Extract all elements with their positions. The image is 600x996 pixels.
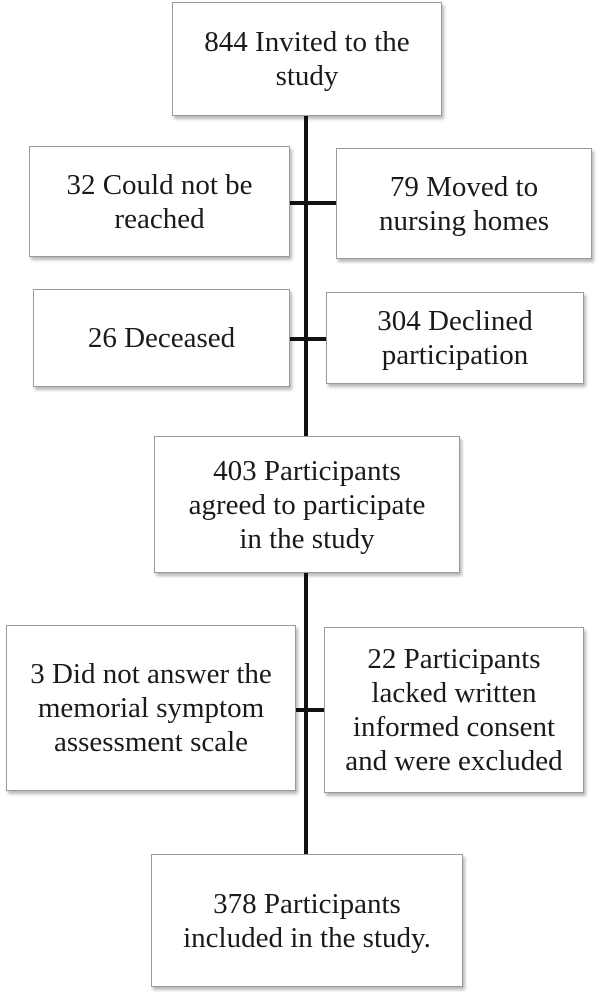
branch-connector-row2 [290,337,326,341]
agreed-box: 403 Participants agreed to participate i… [154,436,460,573]
included-box: 378 Participants included in the study. [151,854,463,987]
no-answer-box: 3 Did not answer the memorial symptom as… [6,625,296,791]
nursing-homes-box: 79 Moved to nursing homes [336,148,592,259]
declined-box: 304 Declined participation [326,292,584,384]
no-consent-box: 22 Participants lacked written informed … [324,627,584,793]
not-reached-box: 32 Could not be reached [29,146,290,257]
deceased-box: 26 Deceased [33,289,290,387]
branch-connector-row3 [296,708,324,712]
branch-connector-row1 [290,201,336,205]
invited-box: 844 Invited to the study [172,2,442,116]
